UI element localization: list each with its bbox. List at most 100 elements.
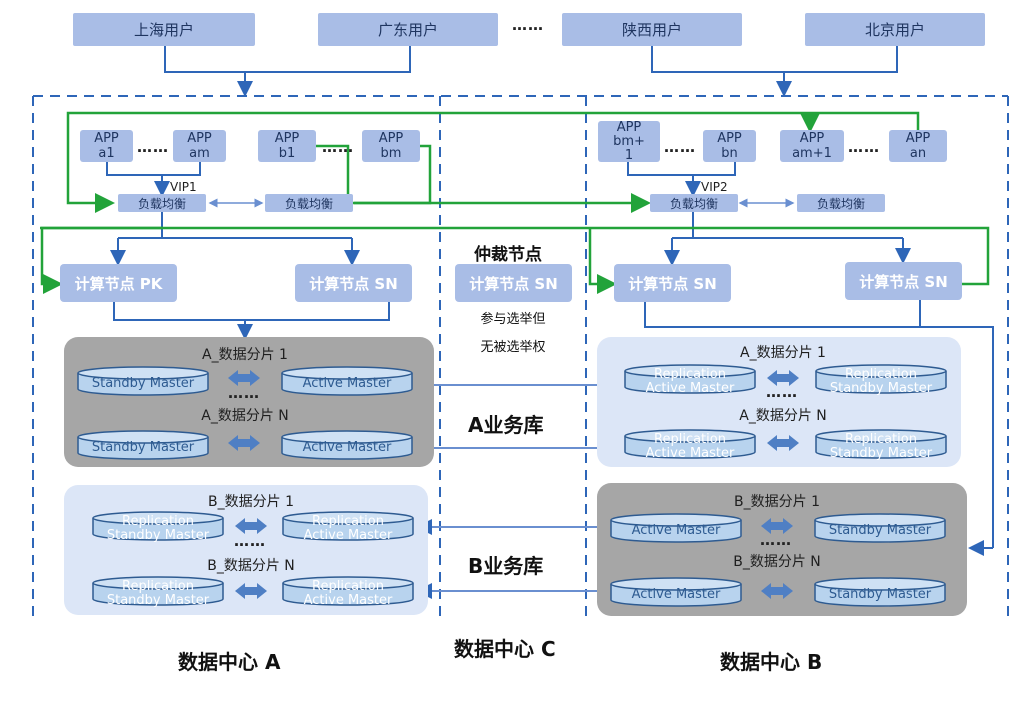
- user-shaanxi: 陕西用户: [562, 13, 742, 46]
- app-label: APP: [187, 131, 212, 146]
- arbiter-title: 仲裁节点: [474, 245, 542, 265]
- app-label: APP: [905, 131, 931, 146]
- active-master-a1: Active Master: [281, 366, 413, 396]
- app-id: bn: [721, 146, 738, 161]
- app-bm-plus-1: APP bm+ 1: [598, 120, 660, 163]
- app-ellipsis: ……: [137, 138, 169, 156]
- active-master-b1: Active Master: [610, 513, 742, 543]
- app-id-suffix: 1: [624, 147, 634, 163]
- svg-text:Active Master: Active Master: [632, 587, 721, 602]
- shard-ellipsis: ……: [228, 384, 260, 402]
- shard-title-an-left: A_数据分片 N: [201, 408, 289, 424]
- app-id: an: [909, 146, 927, 161]
- load-balancer-a2: 负载均衡: [265, 194, 353, 212]
- app-to-lb-a: [106, 162, 736, 197]
- svg-text:Replication: Replication: [122, 514, 194, 529]
- shard-title-an-right: A_数据分片 N: [739, 408, 827, 424]
- arbiter-note-1: 参与选举但: [480, 312, 546, 327]
- svg-text:Replication: Replication: [122, 579, 194, 594]
- replication-active-master-bn: Replication Active Master: [282, 576, 414, 608]
- shard-title-bn-right: B_数据分片 N: [733, 554, 821, 570]
- standby-master-b1: Standby Master: [814, 513, 946, 543]
- app-label: APP: [717, 131, 742, 146]
- sync-arrow: [235, 518, 267, 534]
- standby-master-an: Standby Master: [77, 430, 209, 460]
- app-label: APP: [94, 131, 119, 146]
- app-label: APP: [274, 131, 300, 146]
- load-balancer-b1: 负载均衡: [650, 194, 738, 212]
- user-guangdong: 广东用户: [318, 13, 498, 46]
- app-id: a1: [98, 146, 115, 161]
- app-b1: APP b1: [258, 130, 316, 162]
- sync-arrow: [767, 370, 799, 386]
- svg-text:Replication: Replication: [654, 367, 726, 382]
- sync-arrow: [235, 583, 267, 599]
- app-am-plus-1: APP am+1: [780, 130, 844, 162]
- app-id: bm: [380, 146, 402, 161]
- replication-active-master-b1: Replication Active Master: [282, 511, 414, 543]
- shard-title-b1-right: B_数据分片 1: [734, 494, 820, 510]
- active-master-an: Active Master: [281, 430, 413, 460]
- user-shanghai: 上海用户: [73, 13, 255, 46]
- user-beijing: 北京用户: [805, 13, 985, 46]
- load-balancer-a1: 负载均衡: [118, 194, 206, 212]
- datacenter-b-label: 数据中心 B: [720, 650, 823, 674]
- compute-node-sn-b1: 计算节点 SN: [614, 264, 731, 302]
- green-routes: [40, 111, 990, 294]
- replication-standby-master-an: Replication Standby Master: [815, 429, 947, 461]
- svg-text:Replication: Replication: [845, 432, 917, 447]
- svg-text:Replication: Replication: [845, 367, 917, 382]
- compute-node-sn-c: 计算节点 SN: [455, 264, 572, 302]
- sync-arrow: [228, 435, 260, 451]
- lb-to-compute: [110, 212, 911, 266]
- svg-text:Standby Master: Standby Master: [829, 587, 932, 602]
- svg-text:Replication: Replication: [312, 579, 384, 594]
- svg-text:Standby Master: Standby Master: [830, 381, 933, 396]
- svg-text:Standby Master: Standby Master: [107, 528, 210, 543]
- app-bn: APP bn: [703, 130, 756, 162]
- svg-text:Standby Master: Standby Master: [107, 593, 210, 608]
- sync-arrow: [228, 370, 260, 386]
- app-label: APP: [799, 131, 825, 146]
- shard-title-a1-right: A_数据分片 1: [740, 345, 826, 361]
- compute-node-pk-a: 计算节点 PK: [60, 264, 177, 302]
- app-id: am: [189, 146, 210, 161]
- app-id: b1: [278, 146, 296, 161]
- replication-active-master-an: Replication Active Master: [624, 429, 756, 461]
- app-an: APP an: [889, 130, 947, 162]
- sync-arrow: [767, 435, 799, 451]
- vip2-label: VIP2: [701, 180, 728, 194]
- sync-arrow: [761, 583, 793, 599]
- svg-text:Active Master: Active Master: [632, 523, 721, 538]
- app-id: bm+: [613, 133, 645, 149]
- replication-standby-master-bn: Replication Standby Master: [92, 576, 224, 608]
- app-ellipsis: ……: [322, 138, 354, 156]
- shard-ellipsis: ……: [760, 531, 792, 549]
- shard-title-bn-left: B_数据分片 N: [207, 558, 295, 574]
- load-balancer-b2: 负载均衡: [797, 194, 885, 212]
- svg-text:Active Master: Active Master: [303, 440, 392, 455]
- standby-master-bn: Standby Master: [814, 577, 946, 607]
- app-label: APP: [378, 131, 404, 146]
- app-bm: APP bm: [362, 130, 420, 162]
- svg-text:Active Master: Active Master: [646, 446, 735, 461]
- replication-standby-master-a1: Replication Standby Master: [815, 364, 947, 396]
- user-ellipsis: ……: [512, 16, 544, 34]
- datacenter-borders: [32, 95, 1009, 618]
- svg-text:Standby Master: Standby Master: [829, 523, 932, 538]
- app-a1: APP a1: [80, 130, 133, 162]
- db-b-label: B业务库: [468, 554, 544, 578]
- svg-text:Replication: Replication: [312, 514, 384, 529]
- vip1-label: VIP1: [170, 180, 197, 194]
- app-id: am+1: [792, 146, 832, 161]
- active-master-bn: Active Master: [610, 577, 742, 607]
- svg-text:Replication: Replication: [654, 432, 726, 447]
- app-am: APP am: [173, 130, 226, 162]
- svg-text:Active Master: Active Master: [304, 528, 393, 543]
- app-ellipsis: ……: [848, 138, 880, 156]
- arbiter-note-2: 无被选举权: [480, 340, 546, 355]
- compute-node-sn-a: 计算节点 SN: [295, 264, 412, 302]
- shard-title-a1-left: A_数据分片 1: [202, 347, 288, 363]
- svg-text:Standby Master: Standby Master: [92, 376, 195, 391]
